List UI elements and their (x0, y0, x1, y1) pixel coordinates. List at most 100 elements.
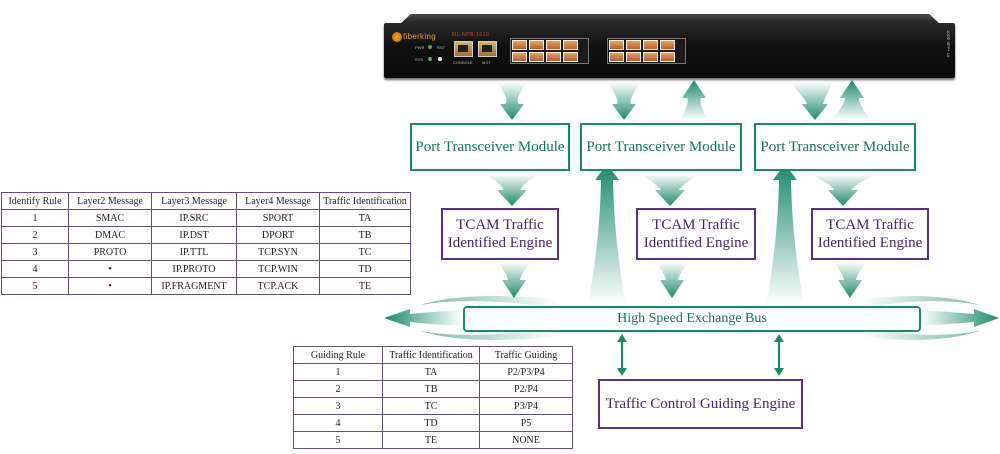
logo-mark-icon (392, 32, 402, 42)
sfp-port-icon (626, 40, 641, 50)
arrow-bus-left (384, 309, 462, 327)
table-cell: SPORT (236, 209, 320, 227)
sfp-port-icon (643, 40, 658, 50)
table-cell: TE (319, 277, 411, 295)
arrow-bus-guiding-right (774, 334, 784, 376)
arrow-bus-to-ptm2 (588, 164, 626, 305)
col-header: Traffic Identification (319, 192, 411, 210)
arrow-ptm3-to-device (832, 80, 870, 120)
table-cell: • (68, 260, 152, 278)
arrow-sweep-left-upper (420, 296, 560, 308)
arrow-sweep-left-lower (420, 328, 560, 340)
table-cell: 3 (1, 243, 69, 261)
table-cell: • (68, 277, 152, 295)
col-header: Layer4 Message (236, 192, 320, 210)
table-cell: TCP.WIN (236, 260, 320, 278)
arrow-device-to-ptm-3 (790, 82, 833, 120)
port-transceiver-module-2: Port Transceiver Module (580, 123, 742, 171)
tcam-engine-title: TCAM Traffic (456, 217, 544, 233)
tcam-engine-subtitle: Identified Engine (643, 235, 749, 251)
col-header: Guiding Rule (293, 346, 383, 364)
sfp-port-icon (529, 40, 544, 50)
table-cell: 1 (1, 209, 69, 227)
table-header-row: Guiding Rule Traffic Identification Traf… (293, 346, 573, 364)
sfp-port-icon (512, 52, 527, 62)
table-cell: DPORT (236, 226, 320, 244)
table-row: 2 DMAC IP.DST DPORT TB (1, 226, 411, 244)
device-model: ML-NPB-1610 (452, 32, 490, 38)
mgt-label: MGT (482, 60, 491, 65)
device-logo: fiberking (392, 30, 436, 46)
sfp-port-icon (660, 40, 675, 50)
logo-text: fiberking (403, 32, 436, 41)
table-cell: IP.FRAGMENT (151, 277, 237, 295)
led-label-pwr: PWR (415, 45, 425, 50)
arrow-ptm2-to-tcam2 (640, 174, 700, 206)
table-row: 3 PROTO IP.TTL TCP.SYN TC (1, 243, 411, 261)
tcam-engine-2: TCAM Traffic Identified Engine (636, 208, 756, 260)
table-cell: 2 (1, 226, 69, 244)
sfp-port-icon (546, 52, 561, 62)
pwr-led-icon (428, 45, 432, 49)
port-transceiver-module-1: Port Transceiver Module (410, 123, 570, 171)
tcam-engine-subtitle: Identified Engine (817, 235, 923, 251)
table-row: 4 • IP.PROTO TCP.WIN TD (1, 260, 411, 278)
table-row: 5 • IP.FRAGMENT TCP.ACK TE (1, 277, 411, 295)
console-label: CONSOLE (453, 60, 473, 65)
tcam-engine-subtitle: Identified Engine (447, 235, 553, 251)
device-top-edge (400, 14, 940, 24)
table-row: 3 TC P3/P4 (293, 397, 573, 415)
port-transceiver-module-3: Port Transceiver Module (754, 123, 916, 171)
table-cell: P3/P4 (479, 397, 573, 415)
table-cell: TB (319, 226, 411, 244)
table-cell: IP.SRC (151, 209, 237, 227)
table-row: 2 TB P2/P4 (293, 380, 573, 398)
table-row: 5 TE NONE (293, 431, 573, 449)
sfp-port-icon (563, 40, 578, 50)
table-cell: 1 (293, 363, 383, 381)
table-cell: TB (382, 380, 480, 398)
table-row: 1 TA P2/P3/P4 (293, 363, 573, 381)
table-cell: DMAC (68, 226, 152, 244)
traffic-control-guiding-engine: Traffic Control Guiding Engine (598, 379, 803, 429)
table-cell: SMAC (68, 209, 152, 227)
table-cell: TD (382, 414, 480, 432)
identify-rule-table: Identify Rule Layer2 Message Layer3 Mess… (1, 192, 411, 295)
table-cell: TA (319, 209, 411, 227)
table-cell: P2/P3/P4 (479, 363, 573, 381)
tcam-engine-title: TCAM Traffic (652, 217, 740, 233)
table-cell: 4 (1, 260, 69, 278)
sfp-port-icon (609, 40, 624, 50)
arrow-tcam1-to-bus (498, 262, 530, 298)
tcam-engine-3: TCAM Traffic Identified Engine (811, 208, 929, 260)
arrow-sweep-right-upper (860, 296, 980, 308)
table-cell: IP.TTL (151, 243, 237, 261)
led-label-rst: RST (437, 45, 445, 50)
table-cell: TD (319, 260, 411, 278)
table-cell: TC (382, 397, 480, 415)
table-cell: TC (319, 243, 411, 261)
table-cell: PROTO (68, 243, 152, 261)
table-cell: 2 (293, 380, 383, 398)
table-row: 4 TD P5 (293, 414, 573, 432)
sfp-port-icon (529, 52, 544, 62)
table-cell: TA (382, 363, 480, 381)
arrow-tcam2-to-bus (656, 262, 688, 298)
table-cell: 5 (1, 277, 69, 295)
table-cell: P2/P4 (479, 380, 573, 398)
table-cell: IP.DST (151, 226, 237, 244)
table-cell: 4 (293, 414, 383, 432)
sfp-port-group-2 (607, 38, 686, 64)
arrow-sweep-right-lower (860, 328, 980, 340)
rst-led-icon (438, 57, 442, 61)
tcam-engine-1: TCAM Traffic Identified Engine (441, 208, 559, 260)
arrow-device-to-ptm-1 (497, 82, 527, 120)
table-cell: TCP.SYN (236, 243, 320, 261)
arrow-device-to-ptm-2 (607, 82, 641, 120)
console-port-icon (454, 41, 473, 57)
col-header: Identify Rule (1, 192, 69, 210)
arrow-tcam3-to-bus (834, 262, 866, 298)
arrow-bus-to-ptm3 (766, 164, 804, 305)
col-header: Traffic Identification (382, 346, 480, 364)
